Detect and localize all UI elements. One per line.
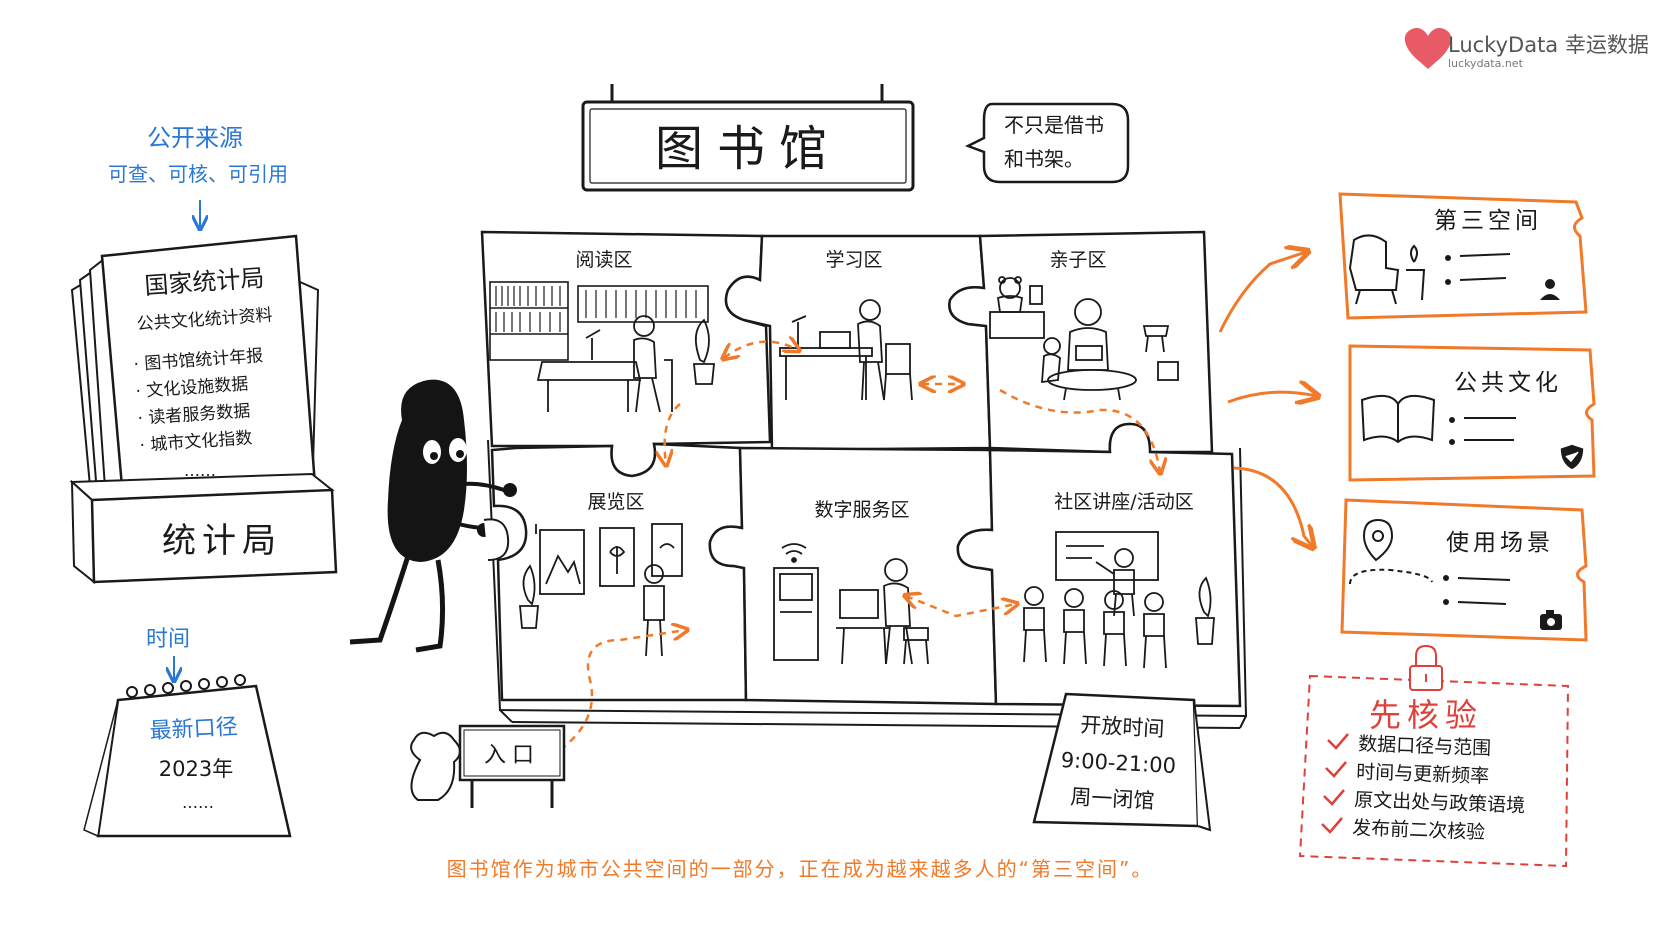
zone-label-exhibition: 展览区	[587, 491, 644, 513]
checkmark-icon	[1321, 733, 1349, 834]
bubble-line-1: 不只是借书	[1004, 113, 1104, 137]
zone-label-study: 学习区	[825, 249, 882, 271]
armchair-icon	[1348, 234, 1426, 305]
card-title-3: 使用场景	[1446, 530, 1554, 556]
reading-table-icon	[536, 315, 715, 413]
shield-check-icon	[1559, 443, 1585, 471]
puzzle-board: 阅读区 学习区 亲子区 展览区 数字服务区 社区讲座/活动区	[480, 230, 1248, 751]
brand-logo: LuckyData 幸运数据 luckydata.net	[1404, 27, 1649, 70]
card-third-space: 第三空间	[1338, 192, 1588, 320]
puzzle-piece-digital	[708, 446, 998, 706]
zone-label-reading: 阅读区	[575, 249, 632, 271]
heart-icon	[1404, 27, 1452, 70]
calendar-rings	[126, 674, 246, 698]
lock-icon	[1409, 644, 1443, 691]
card-use-scenario: 使用场景	[1340, 498, 1588, 642]
sources-header: 公开来源	[147, 124, 243, 152]
speech-bubble: 不只是借书 和书架。	[964, 102, 1130, 184]
title-sign: 图书馆	[581, 84, 915, 192]
hours-title: 开放时间	[1080, 713, 1165, 741]
doc-ellipsis: ……	[184, 461, 216, 480]
bookshelf-icon	[489, 281, 709, 361]
location-pin-icon	[1362, 518, 1394, 562]
time-header: 时间	[146, 627, 190, 652]
family-play-icon	[989, 276, 1179, 401]
digital-kiosk-icon	[773, 543, 929, 665]
hours-closed: 周一闭馆	[1070, 785, 1155, 813]
time-calendar: 时间 最新口径 2023年 ……	[83, 627, 292, 838]
zone-label-digital: 数字服务区	[814, 499, 909, 521]
brand-url: luckydata.net	[1448, 57, 1524, 70]
verify-item-2: 时间与更新频率	[1356, 761, 1490, 788]
open-book-icon	[1360, 394, 1436, 444]
zone-label-community: 社区讲座/活动区	[1054, 491, 1193, 513]
sources-subheader: 可查、可核、可引用	[108, 162, 288, 186]
brand-name: LuckyData 幸运数据	[1448, 33, 1649, 57]
puzzle-piece-exhibition	[490, 442, 748, 702]
bubble-line-2: 和书架。	[1004, 147, 1084, 171]
camera-icon	[1540, 610, 1562, 630]
opening-hours-sign: 开放时间 9:00-21:00 周一闭馆	[1032, 692, 1212, 832]
exhibition-icon	[519, 523, 683, 657]
box-label: 统计局	[162, 521, 282, 561]
public-sources: 公开来源 可查、可核、可引用 国家统计局 公共文化统计资料 · 图书馆统计年报 …	[69, 124, 338, 585]
page-title: 图书馆	[655, 121, 841, 177]
card-title-2: 公共文化	[1454, 370, 1562, 396]
entrance-sign: 入口	[410, 724, 566, 808]
card-public-culture: 公共文化	[1348, 344, 1596, 482]
card-arrows	[1218, 252, 1316, 546]
entrance-label: 入口	[484, 743, 540, 768]
verify-item-4: 发布前二次核验	[1352, 817, 1486, 844]
zone-label-family: 亲子区	[1049, 249, 1106, 271]
caption: 图书馆作为城市公共空间的一部分，正在成为越来越多人的“第三空间”。	[447, 857, 1154, 881]
person-icon	[1540, 279, 1560, 300]
flow-paths	[559, 342, 1160, 751]
card-title-1: 第三空间	[1434, 208, 1542, 234]
calendar-ellipsis: ……	[182, 793, 214, 812]
verify-title: 先核验	[1369, 696, 1483, 734]
mascot	[349, 379, 517, 653]
lecture-icon	[1023, 531, 1215, 669]
verify-item-1: 数据口径与范围	[1358, 733, 1492, 760]
verify-box: 先核验 数据口径与范围 时间与更新频率 原文出处与政策语境 发布前二次核验	[1298, 644, 1570, 868]
calendar-title: 最新口径	[149, 715, 238, 745]
calendar-year: 2023年	[159, 757, 233, 781]
